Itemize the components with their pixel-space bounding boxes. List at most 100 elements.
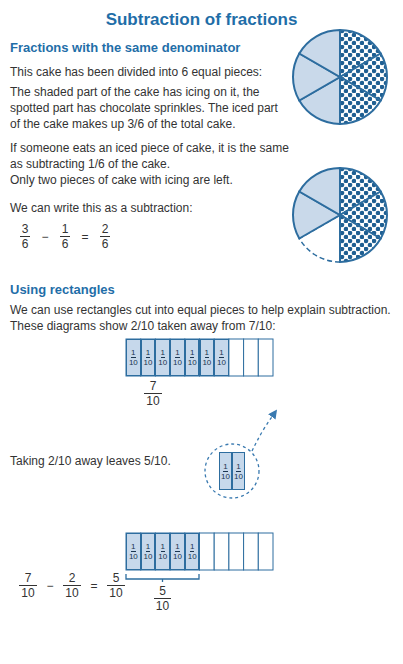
- fraction-denominator: 10: [19, 586, 36, 600]
- cake: [293, 168, 387, 262]
- piece-numerator: 1: [175, 542, 179, 552]
- fraction-piece: 110: [185, 339, 200, 376]
- empty-piece: [214, 533, 229, 570]
- piece-numerator: 1: [131, 542, 135, 552]
- empty-piece: [229, 533, 244, 570]
- fraction-piece: 110: [141, 533, 156, 570]
- fraction-denominator: 10: [107, 586, 124, 600]
- fraction-numerator: 2: [100, 222, 111, 237]
- empty-piece: [214, 339, 229, 376]
- piece-numerator: 1: [190, 542, 194, 552]
- paragraph: If someone eats an iced piece of cake, i…: [10, 140, 290, 172]
- piece-denominator: 10: [144, 552, 153, 561]
- piece-denominator: 10: [202, 358, 211, 367]
- iced-slice: [299, 30, 340, 77]
- fraction-denominator: 6: [60, 237, 71, 251]
- piece-numerator: 1: [236, 462, 240, 472]
- fraction-numerator: 5: [107, 571, 124, 586]
- piece-numerator: 1: [161, 542, 165, 552]
- bracket: [126, 574, 199, 582]
- piece-denominator: 10: [158, 552, 167, 561]
- piece-denominator: 10: [188, 358, 197, 367]
- piece-denominator: 10: [129, 358, 138, 367]
- take-away-arrow: [252, 411, 276, 451]
- iced-slice: [299, 168, 340, 215]
- empty-piece: [155, 339, 170, 376]
- piece-denominator: 10: [129, 552, 138, 561]
- piece-numerator: 1: [205, 348, 209, 358]
- paragraph: The shaded part of the cake has icing on…: [10, 84, 290, 132]
- fraction-piece: 110: [185, 533, 200, 570]
- piece-denominator: 10: [144, 358, 153, 367]
- piece-numerator: 1: [161, 348, 165, 358]
- operator-sign: =: [81, 230, 88, 244]
- fraction-piece: 110: [141, 339, 156, 376]
- piece-numerator: 1: [190, 348, 194, 358]
- paragraph: We can write this as a subtraction:: [10, 200, 290, 216]
- empty-piece: [244, 533, 259, 570]
- operator-sign: −: [46, 579, 53, 593]
- fraction-piece: 110: [219, 452, 232, 490]
- fraction-piece: 110: [200, 339, 215, 376]
- page-title: Subtraction of fractions: [0, 10, 403, 30]
- operator-sign: −: [41, 230, 48, 244]
- fraction-numerator: 7: [144, 379, 161, 394]
- fraction-piece: 110: [232, 452, 245, 490]
- empty-piece: [170, 339, 185, 376]
- empty-piece: [126, 339, 141, 376]
- piece-denominator: 10: [217, 358, 226, 367]
- empty-piece: [200, 339, 215, 376]
- empty-piece: [126, 533, 141, 570]
- paragraph: Taking 2/10 away leaves 5/10.: [10, 453, 200, 469]
- fraction-numerator: 7: [19, 571, 36, 586]
- fraction-piece: 110: [126, 533, 141, 570]
- empty-piece: [244, 339, 259, 376]
- section-heading: Fractions with the same denominator: [10, 40, 240, 56]
- piece-numerator: 1: [146, 348, 150, 358]
- piece-numerator: 1: [223, 462, 227, 472]
- paragraph: This cake has been divided into 6 equal …: [10, 64, 290, 80]
- fraction-piece: 110: [155, 339, 170, 376]
- empty-piece: [141, 533, 156, 570]
- empty-piece: [170, 533, 185, 570]
- piece-denominator: 10: [173, 358, 182, 367]
- fraction-piece: 110: [155, 533, 170, 570]
- fraction-denominator: 10: [154, 599, 171, 613]
- fraction-numerator: 3: [20, 222, 31, 237]
- empty-piece: [185, 533, 200, 570]
- piece-numerator: 1: [175, 348, 179, 358]
- empty-piece: [200, 533, 215, 570]
- empty-piece: [229, 339, 244, 376]
- fraction-piece: 110: [214, 339, 229, 376]
- piece-numerator: 1: [146, 542, 150, 552]
- empty-piece: [258, 339, 273, 376]
- fraction-denominator: 10: [63, 586, 80, 600]
- empty-piece: [185, 339, 200, 376]
- fraction-piece: 110: [126, 339, 141, 376]
- operator-sign: =: [90, 579, 97, 593]
- fraction-denominator: 6: [20, 237, 31, 251]
- removed-pieces-circle: [205, 444, 259, 498]
- piece-denominator: 10: [188, 552, 197, 561]
- paragraph: Only two pieces of cake with icing are l…: [10, 172, 290, 188]
- piece-numerator: 1: [131, 348, 135, 358]
- section-heading: Using rectangles: [10, 282, 115, 298]
- sprinkled-slice: [340, 215, 381, 262]
- piece-denominator: 10: [234, 472, 243, 481]
- piece-denominator: 10: [173, 552, 182, 561]
- fraction-piece: 110: [170, 533, 185, 570]
- sprinkled-slice: [340, 77, 381, 124]
- fraction-denominator: 6: [100, 237, 111, 251]
- piece-denominator: 10: [158, 358, 167, 367]
- empty-piece: [141, 339, 156, 376]
- cake: [293, 30, 387, 124]
- empty-piece: [155, 533, 170, 570]
- fraction-denominator: 10: [144, 394, 161, 408]
- fraction-numerator: 1: [60, 222, 71, 237]
- empty-piece: [258, 533, 273, 570]
- paragraph: We can use rectangles cut into equal pie…: [10, 302, 398, 334]
- piece-numerator: 1: [219, 348, 223, 358]
- fraction-numerator: 5: [154, 584, 171, 599]
- cake-pictures: [293, 30, 387, 262]
